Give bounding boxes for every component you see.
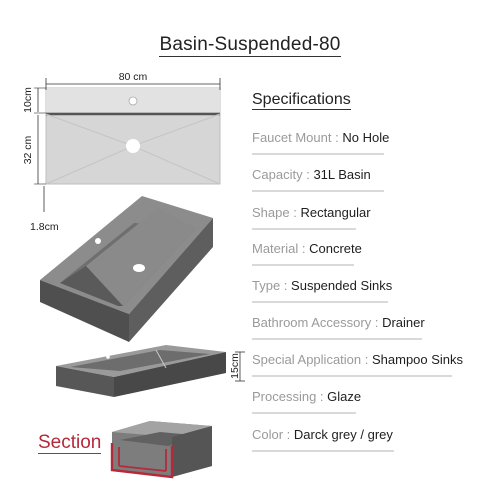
spec-key: Bathroom Accessory :	[252, 315, 379, 330]
spec-value: No Hole	[342, 130, 390, 145]
spec-value: Glaze	[327, 389, 362, 404]
top-depth-dimension: 10cm	[22, 87, 34, 113]
spec-row-color: Color : Darck grey / grey	[252, 426, 394, 452]
spec-divider	[252, 228, 356, 230]
thickness-dimension: 1.8cm	[30, 221, 59, 233]
spec-value: Darck grey / grey	[293, 427, 393, 442]
spec-key: Faucet Mount :	[252, 130, 339, 145]
spec-key: Special Application :	[252, 352, 369, 367]
spec-row-faucet-mount: Faucet Mount : No Hole	[252, 129, 390, 155]
section-view	[110, 421, 212, 479]
spec-value: Rectangular	[300, 205, 371, 220]
height-dimension: 15cm	[229, 353, 241, 379]
spec-divider	[252, 375, 452, 377]
spec-key: Material :	[252, 241, 306, 256]
spec-row-shape: Shape : Rectangular	[252, 204, 371, 230]
spec-divider	[252, 264, 354, 266]
spec-value: Suspended Sinks	[291, 278, 393, 293]
spec-key: Color :	[252, 427, 291, 442]
body-depth-dimension: 32 cm	[22, 135, 34, 164]
spec-divider	[252, 338, 422, 340]
spec-divider	[252, 450, 394, 452]
spec-row-material: Material : Concrete	[252, 240, 362, 266]
spec-row-processing: Processing : Glaze	[252, 388, 362, 414]
spec-value: Drainer	[382, 315, 425, 330]
spec-divider	[252, 153, 384, 155]
spec-row-bathroom-accessory: Bathroom Accessory : Drainer	[252, 314, 425, 340]
spec-value: Concrete	[309, 241, 362, 256]
spec-key: Processing :	[252, 389, 324, 404]
spec-key: Shape :	[252, 205, 297, 220]
specifications-heading: Specifications	[252, 91, 351, 110]
page-title: Basin-Suspended-80	[159, 34, 341, 57]
section-label: Section	[38, 432, 102, 454]
plan-view	[34, 78, 221, 212]
spec-value: 31L Basin	[313, 167, 371, 182]
spec-row-capacity: Capacity : 31L Basin	[252, 166, 384, 192]
width-dimension: 80 cm	[119, 71, 148, 83]
spec-key: Capacity :	[252, 167, 310, 182]
spec-divider	[252, 301, 388, 303]
spec-divider	[252, 190, 384, 192]
spec-key: Type :	[252, 278, 288, 293]
perspective-view	[40, 196, 213, 342]
spec-row-type: Type : Suspended Sinks	[252, 277, 393, 303]
spec-value: Shampoo Sinks	[371, 352, 464, 367]
spec-divider	[252, 412, 356, 414]
side-view	[56, 345, 245, 397]
spec-row-special-application: Special Application : Shampoo Sinks	[252, 351, 464, 377]
